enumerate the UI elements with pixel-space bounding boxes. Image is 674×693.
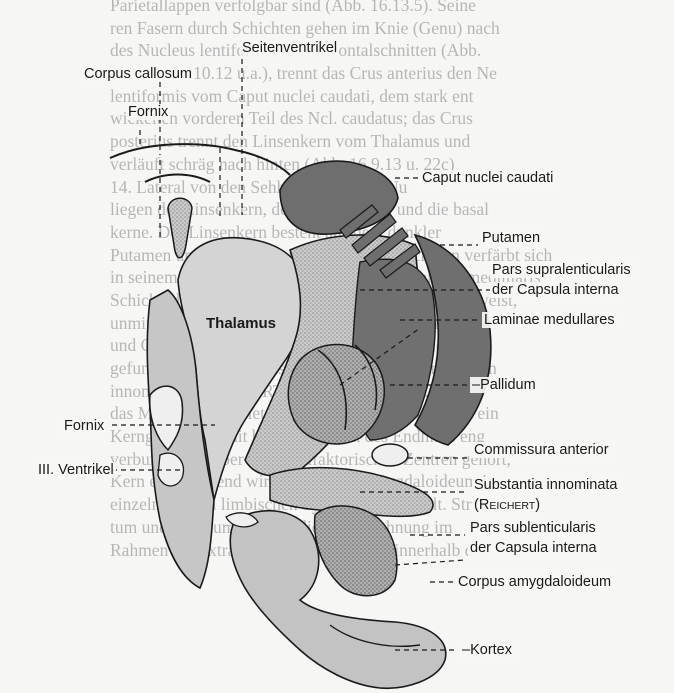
label-substantia-innominata: Substantia innominata	[472, 477, 620, 493]
septum-shape	[168, 198, 192, 258]
label-pars-supralenticularis: Pars supralenticularis	[490, 262, 633, 278]
label-commissura-anterior: Commissura anterior	[472, 442, 611, 458]
fornix-arch	[145, 175, 210, 183]
label-reichert: (REICHERT)	[472, 497, 542, 514]
label-pallidum: –Pallidum	[470, 377, 538, 393]
corpus-callosum-shape	[110, 144, 290, 175]
corpus-amygdaloideum-shape	[315, 506, 397, 596]
label-pars-sublenticularis: Pars sublenticularis	[468, 520, 598, 536]
label-kortex: –Kortex	[460, 642, 514, 658]
label-corpus-callosum: Corpus callosum	[82, 66, 194, 82]
commissura-anterior-shape	[372, 444, 408, 466]
label-putamen: Putamen	[480, 230, 542, 246]
pallidum-shape	[288, 344, 384, 443]
label-pars-supralenticularis-line2: der Capsula interna	[490, 282, 621, 298]
label-fornix-top: Fornix	[126, 104, 170, 120]
label-laminae-medullares: Laminae medullares	[482, 312, 617, 328]
label-seitenventrikel: Seitenventrikel	[240, 40, 339, 56]
label-iii-ventrikel: III. Ventrikel	[36, 462, 116, 478]
label-thalamus: Thalamus	[204, 316, 278, 332]
label-fornix-left: Fornix	[62, 418, 106, 434]
label-pars-sublenticularis-line2: der Capsula interna	[468, 540, 599, 556]
label-caput-nuclei-caudati: Caput nuclei caudati	[420, 170, 555, 186]
label-corpus-amygdaloideum: Corpus amygdaloideum	[456, 574, 613, 590]
